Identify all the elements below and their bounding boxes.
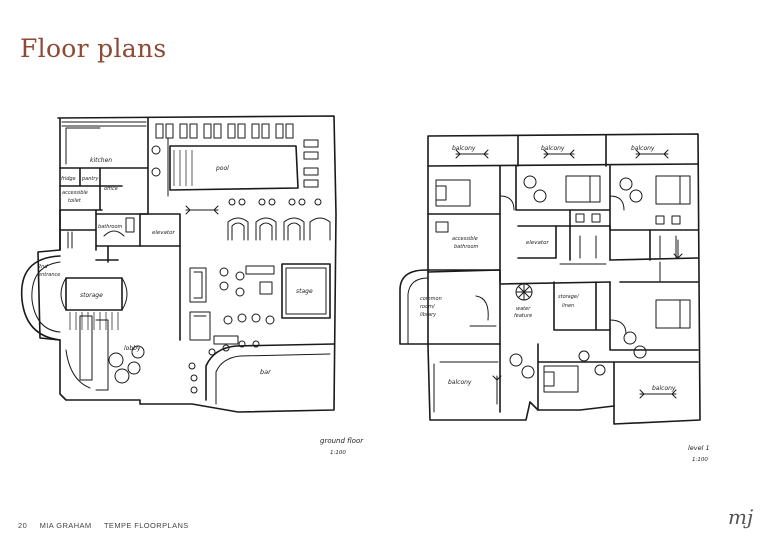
room-label-toilet: toilet [68,198,82,204]
room-label-stage: stage [296,288,313,295]
room-label-entrance: entrance [38,272,60,278]
room-label-pantry: pantry [81,176,99,182]
common-room-outline [399,269,501,345]
stage-outline [281,263,331,319]
page-footer: 20 MIA GRAHAM TEMPE FLOORPLANS [18,521,199,530]
room-label-fridge: fridge [61,176,76,182]
room-label-bar: bar [260,368,272,376]
ground-floor-plan: kitchen fridge pantry accessible toilet … [20,115,364,456]
room-label-library: library [420,312,437,318]
pool-outline [169,145,299,191]
room-label-storage: storage [80,292,103,299]
room-label-2nd: 2nd [38,264,48,270]
room-label-office: office [104,186,118,192]
level-1-balcony-label-2: balcony [541,145,565,152]
lobby-seating [65,345,145,389]
room-label-room: room/ [420,304,436,310]
room-label-accessible-toilet: accessible [62,190,88,196]
room-label-feature: feature [514,313,532,319]
ground-floor-outer-wall [37,115,337,413]
level-1-caption: level 1 [688,444,710,452]
room-label-elevator-l1: elevator [526,240,549,246]
author-monogram-logo: mj [728,505,754,529]
level-1-balcony-label-5: balcony [652,385,676,392]
level-1-balcony-label-1: balcony [452,145,476,152]
footer-author: MIA GRAHAM [39,521,92,530]
level-1-plan: balcony balcony balcony accessible bathr… [399,133,710,463]
room-label-elevator: elevator [152,230,175,236]
room-label-linen: linen [562,303,574,309]
ground-floor-caption: ground floor [320,437,364,445]
room-label-bathroom: bathroom [98,224,123,230]
footer-document-title: TEMPE FLOORPLANS [103,521,189,530]
room-label-lobby: lobby [124,345,141,352]
level-1-balcony-label-3: balcony [631,145,655,152]
level-1-scale: 1:100 [692,457,708,463]
level-1-balcony-label-4: balcony [448,379,472,386]
room-label-accessible-bathroom: accessible [452,236,478,242]
page-title: Floor plans [20,34,167,63]
pool-loungers [151,123,319,188]
room-label-pool: pool [215,165,229,172]
lounge-seating [189,265,275,345]
ground-floor-stair-curve [20,255,61,341]
cabana-row [227,198,331,241]
room-label-storage-l1: storage/ [558,294,580,300]
ground-floor-scale: 1:100 [330,450,346,456]
page-number: 20 [18,521,28,530]
room-label-kitchen: kitchen [90,157,112,164]
bar-counter [205,343,335,401]
level-1-outer-wall [427,133,701,425]
room-label-bathroom-l1: bathroom [454,244,479,250]
room-label-common: common [420,296,442,302]
room-label-water: water [516,306,531,312]
